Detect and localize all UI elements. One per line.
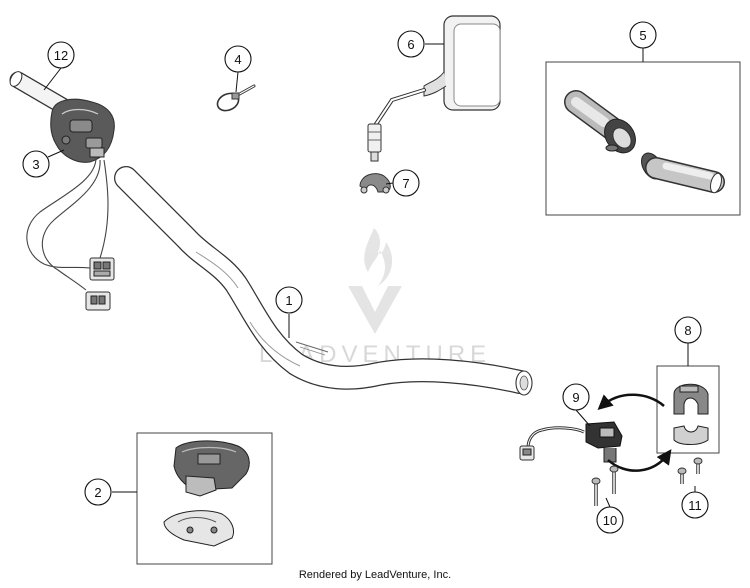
callout-9-label: 9 <box>572 390 579 405</box>
callout-9: 9 <box>562 383 590 411</box>
leader-4 <box>235 71 239 93</box>
clamp-upper-half <box>673 383 709 415</box>
callout-4-label: 4 <box>234 52 241 67</box>
callout-10: 10 <box>596 506 624 534</box>
left-grip <box>9 71 75 117</box>
leader-10 <box>605 497 611 508</box>
callout-2: 2 <box>84 478 112 506</box>
callout-6-label: 6 <box>407 37 414 52</box>
callout-4: 4 <box>224 45 252 73</box>
flame-v-logo-icon <box>348 228 402 334</box>
callout-8-label: 8 <box>684 323 691 338</box>
leader-12 <box>43 67 62 91</box>
switch-wiring-harness <box>26 157 109 291</box>
screw-short-a <box>677 467 687 484</box>
callout-11: 11 <box>681 491 709 519</box>
callout-12-label: 12 <box>54 48 68 63</box>
left-grip-spare <box>641 152 725 194</box>
callout-5-label: 5 <box>639 28 646 43</box>
handlebar <box>114 166 533 396</box>
callout-10-label: 10 <box>603 513 617 528</box>
throttle-sensor <box>519 421 623 463</box>
render-credit: Rendered by LeadVenture, Inc. <box>298 569 452 581</box>
callout-7: 7 <box>392 169 420 197</box>
callout-12: 12 <box>47 41 75 69</box>
wiring-connector-small <box>85 291 111 311</box>
screw-long-a <box>591 477 601 506</box>
leader-lines <box>43 43 696 508</box>
leader-3 <box>47 149 65 158</box>
clamp-lower-half <box>673 425 709 445</box>
callout-8: 8 <box>674 316 702 344</box>
leader-7 <box>385 182 394 185</box>
callout-6: 6 <box>397 30 425 58</box>
callout-11-label: 11 <box>688 498 702 513</box>
mirror <box>367 15 501 162</box>
wiring-connector-large <box>89 257 115 281</box>
callout-1-label: 1 <box>285 293 292 308</box>
throttle-grip <box>564 90 636 154</box>
left-handlebar-switch <box>50 98 115 163</box>
screw-short-b <box>693 457 703 474</box>
callout-3-label: 3 <box>32 157 39 172</box>
mirror-clamp <box>359 173 391 194</box>
callout-3: 3 <box>22 150 50 178</box>
cable-tie <box>216 84 256 112</box>
callout-5: 5 <box>629 21 657 49</box>
leader-9 <box>575 409 591 427</box>
swap-arrows-icon <box>597 393 672 472</box>
switch-housing-lower <box>163 510 235 547</box>
handlebar-center-marking <box>295 341 329 356</box>
callout-1: 1 <box>275 286 303 314</box>
callout-2-label: 2 <box>94 485 101 500</box>
screw-long-b <box>609 465 619 494</box>
callout-7-label: 7 <box>402 176 409 191</box>
switch-housing-upper <box>173 440 250 497</box>
